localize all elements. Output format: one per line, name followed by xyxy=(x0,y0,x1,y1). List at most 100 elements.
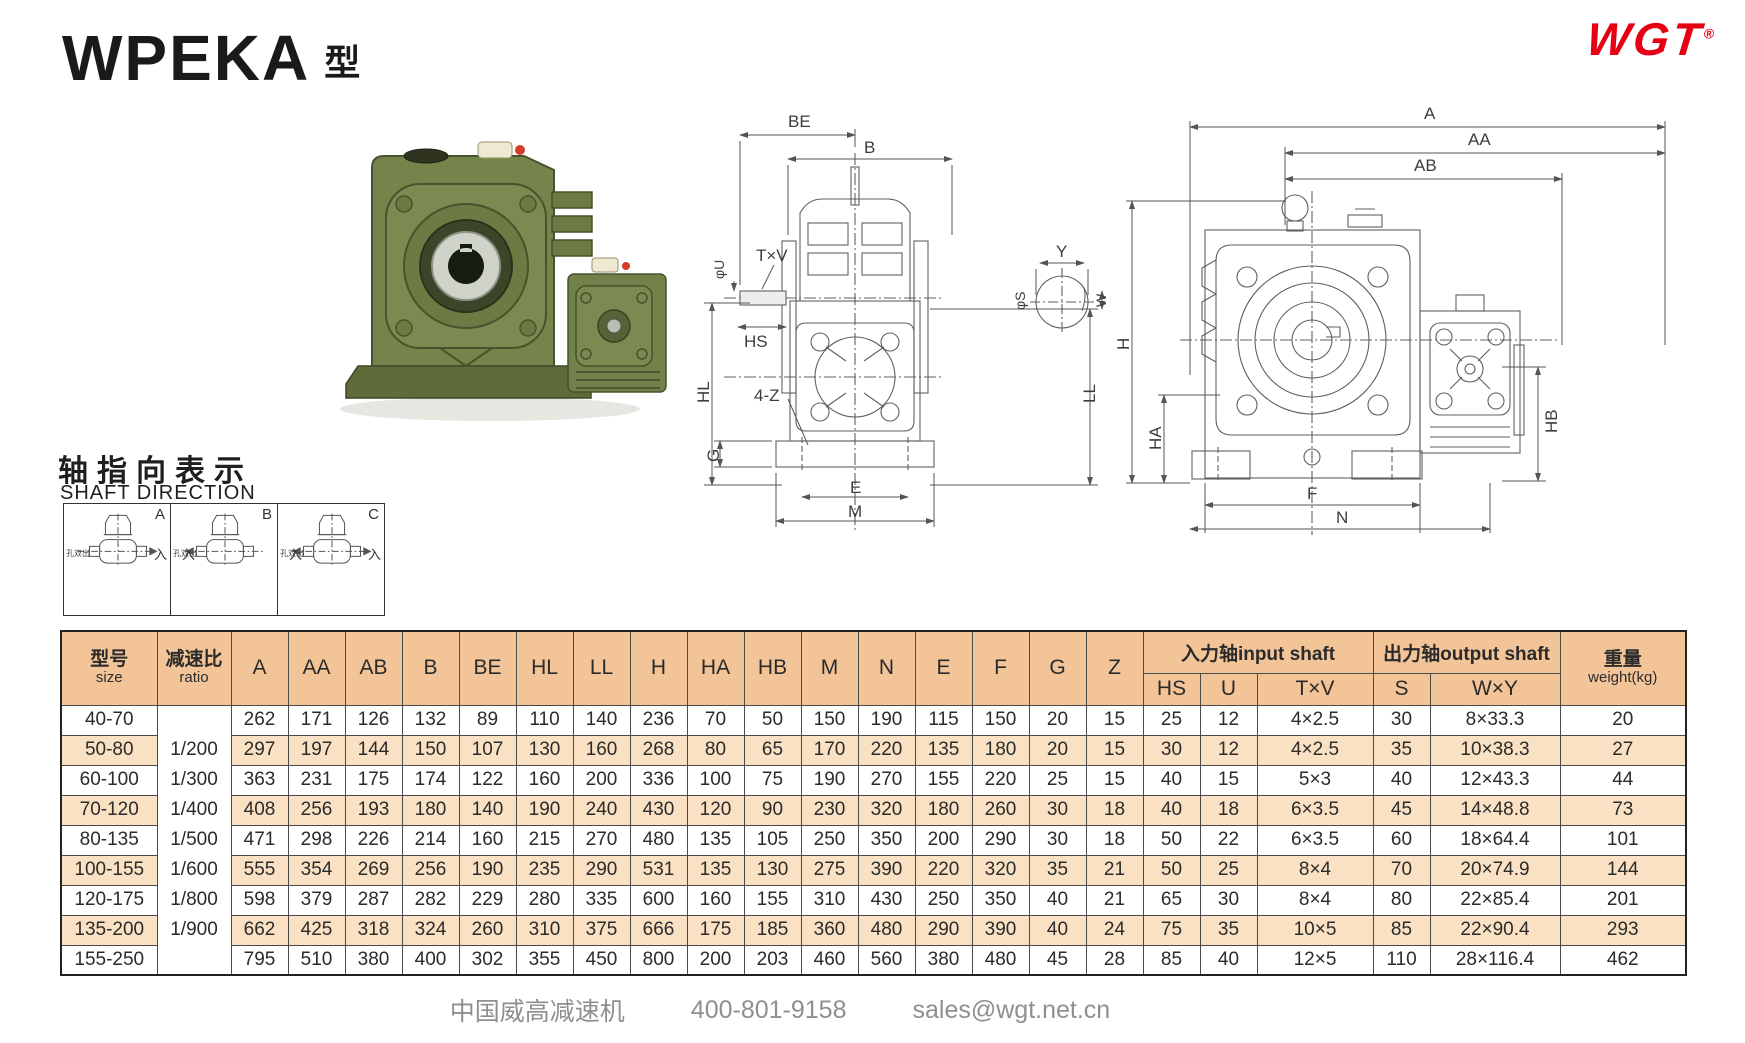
gearbox-mini-diagram xyxy=(291,513,373,568)
cell: 230 xyxy=(800,794,859,826)
dim-BE: BE xyxy=(788,112,811,131)
cell: 65 xyxy=(1142,884,1201,916)
cell: 45 xyxy=(1028,944,1087,976)
cell: 107 xyxy=(458,734,517,766)
cell: 40 xyxy=(1372,764,1431,796)
cell: 30 xyxy=(1142,734,1201,766)
dim-F: F xyxy=(1307,484,1317,503)
cell: 12 xyxy=(1199,734,1258,766)
cell: 1/300 xyxy=(156,765,232,795)
cell: 531 xyxy=(629,854,688,886)
cell: 126 xyxy=(344,704,403,736)
cell: 510 xyxy=(287,944,346,976)
cell: 155 xyxy=(743,884,802,916)
cell: 25 xyxy=(1199,854,1258,886)
cell: 462 xyxy=(1559,944,1687,976)
cell: 90 xyxy=(743,794,802,826)
cell: 425 xyxy=(287,914,346,946)
header-row-2: HS U T×V S W×Y xyxy=(61,672,1686,706)
cell: 30 xyxy=(1028,824,1087,856)
cell: 318 xyxy=(344,914,403,946)
cell: 193 xyxy=(344,794,403,826)
col-AA: AA xyxy=(287,630,346,706)
cell: 290 xyxy=(971,824,1030,856)
cell: 256 xyxy=(287,794,346,826)
cell: 14×48.8 xyxy=(1429,794,1561,826)
cell: 240 xyxy=(572,794,631,826)
cell: 5×3 xyxy=(1256,764,1374,796)
dim-AB: AB xyxy=(1414,156,1437,175)
cell: 320 xyxy=(971,854,1030,886)
cell: 290 xyxy=(914,914,973,946)
col-HL: HL xyxy=(515,630,574,706)
cell: 30 xyxy=(1372,704,1431,736)
cell: 235 xyxy=(515,854,574,886)
input-direction-left: 入 xyxy=(289,547,303,562)
cell: 15 xyxy=(1085,704,1144,736)
cell: 135-200 xyxy=(60,914,158,946)
dim-E: E xyxy=(850,478,861,497)
gearbox-mini-diagram xyxy=(77,513,159,568)
dim-Y: Y xyxy=(1056,242,1067,261)
cell: 101 xyxy=(1559,824,1687,856)
cell: 203 xyxy=(743,944,802,976)
cell: 430 xyxy=(629,794,688,826)
cell: 20 xyxy=(1559,704,1687,736)
cell: 185 xyxy=(743,914,802,946)
cell: 70 xyxy=(1372,854,1431,886)
cell: 70-120 xyxy=(60,794,158,826)
diagram-note: 孔双出 xyxy=(280,549,304,558)
cell: 175 xyxy=(344,764,403,796)
cell: 115 xyxy=(914,704,973,736)
cell: 302 xyxy=(458,944,517,976)
cell: 800 xyxy=(629,944,688,976)
cell: 375 xyxy=(572,914,631,946)
cell: 190 xyxy=(800,764,859,796)
cell: 8×4 xyxy=(1256,854,1374,886)
cell: 15 xyxy=(1085,764,1144,796)
cell: 4×2.5 xyxy=(1256,704,1374,736)
cell: 229 xyxy=(458,884,517,916)
cell: 450 xyxy=(572,944,631,976)
col-U: U xyxy=(1199,672,1258,706)
input-shaft-header: 入力轴input shaft xyxy=(1142,630,1374,674)
cell: 270 xyxy=(857,764,916,796)
dim-G: G xyxy=(704,449,723,462)
dim-HA: HA xyxy=(1146,426,1165,450)
cell: 85 xyxy=(1372,914,1431,946)
col-Z: Z xyxy=(1085,630,1144,706)
cell: 190 xyxy=(515,794,574,826)
dim-TxV: T×V xyxy=(756,246,788,265)
cell: 50 xyxy=(1142,854,1201,886)
diagram-label: A xyxy=(154,506,165,523)
cell: 200 xyxy=(572,764,631,796)
side-view-drawing: A AA AB H HA HB F N xyxy=(1114,104,1666,535)
cell: 560 xyxy=(857,944,916,976)
cell: 256 xyxy=(401,854,460,886)
cell: 1/400 xyxy=(156,795,232,825)
cell: 89 xyxy=(458,704,517,736)
cell: 100-155 xyxy=(60,854,158,886)
cell: 262 xyxy=(230,704,289,736)
cell: 130 xyxy=(515,734,574,766)
diagram-note: 孔双出 xyxy=(66,549,90,558)
cell xyxy=(156,945,232,975)
cell: 310 xyxy=(800,884,859,916)
diagram-label: C xyxy=(368,506,379,523)
email-address: sales@wgt.net.cn xyxy=(912,995,1111,1024)
cell: 80-135 xyxy=(60,824,158,856)
input-direction-left: 入 xyxy=(182,547,196,562)
cell: 260 xyxy=(971,794,1030,826)
cell: 18 xyxy=(1199,794,1258,826)
cell: 269 xyxy=(344,854,403,886)
col-size: 型号 size xyxy=(60,630,158,706)
col-N: N xyxy=(857,630,916,706)
cell: 6×3.5 xyxy=(1256,794,1374,826)
cell: 60-100 xyxy=(60,764,158,796)
cell: 140 xyxy=(572,704,631,736)
cell: 174 xyxy=(401,764,460,796)
